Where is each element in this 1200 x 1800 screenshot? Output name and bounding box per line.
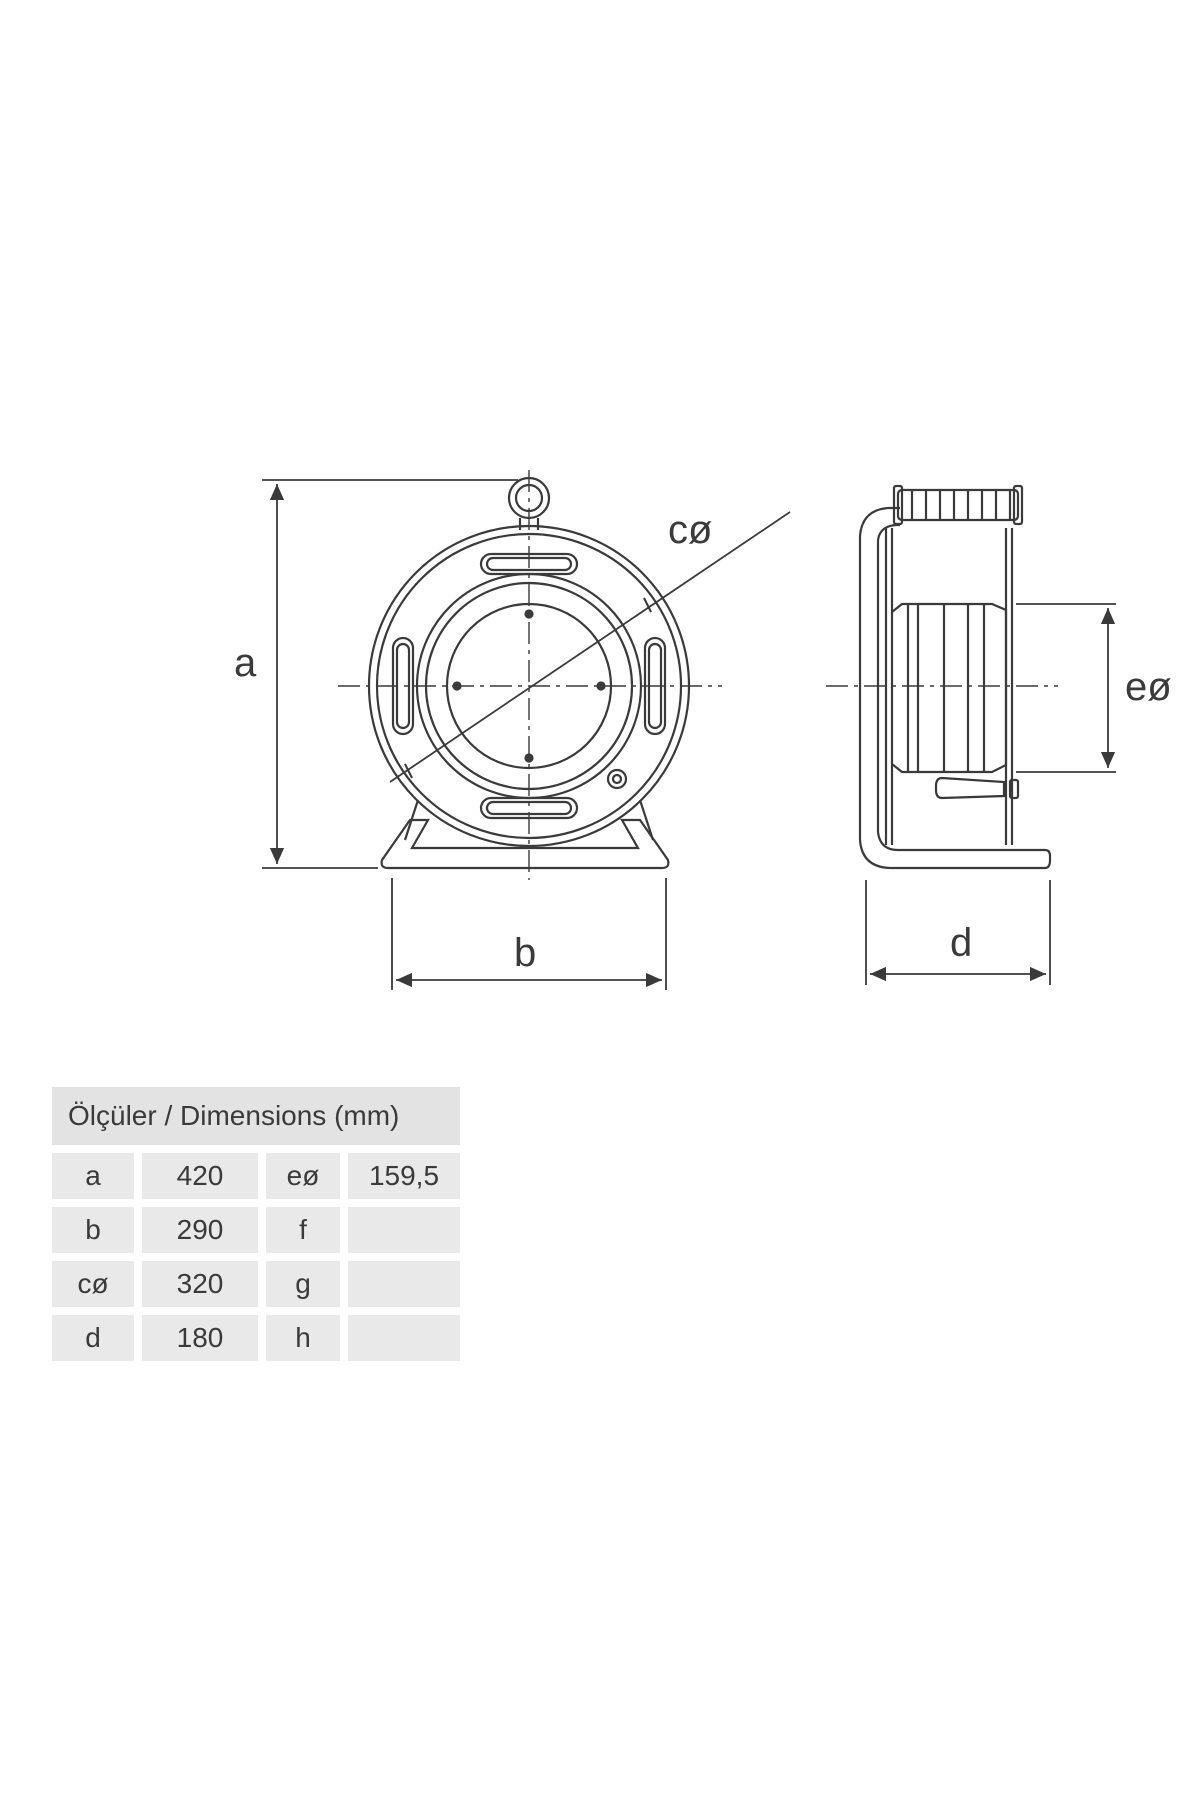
dim-value: 290 [142, 1207, 258, 1253]
dim-value [348, 1261, 460, 1307]
dim-key: b [52, 1207, 134, 1253]
dim-key: h [266, 1315, 340, 1361]
side-view [858, 484, 1052, 870]
dim-value: 420 [142, 1153, 258, 1199]
dim-key: d [52, 1315, 134, 1361]
dim-key: cø [52, 1261, 134, 1307]
c-dim-line [389, 511, 791, 783]
dim-key: g [266, 1261, 340, 1307]
dim-value: 159,5 [348, 1153, 460, 1199]
d-dim-label: d [950, 921, 972, 965]
dim-key: eø [266, 1153, 340, 1199]
dim-key: a [52, 1153, 134, 1199]
table-row: b 290 f [52, 1207, 460, 1253]
dim-key: f [266, 1207, 340, 1253]
table-title: Ölçüler / Dimensions (mm) [52, 1087, 460, 1145]
side-frame [858, 506, 1052, 870]
dim-value [348, 1207, 460, 1253]
lock-knob [606, 768, 628, 790]
dim-value [348, 1315, 460, 1361]
front-stand [380, 818, 670, 870]
c-dim-label: cø [668, 508, 712, 552]
dimensions-table: Ölçüler / Dimensions (mm) a 420 eø 159,5… [44, 1079, 468, 1369]
e-dim-label: eø [1125, 665, 1172, 709]
dim-value: 180 [142, 1315, 258, 1361]
table-row: cø 320 g [52, 1261, 460, 1307]
crank-handle [934, 776, 1006, 800]
side-handle [896, 488, 1020, 522]
table-row: d 180 h [52, 1315, 460, 1361]
b-dim-label: b [514, 931, 536, 975]
a-dim-label: a [234, 641, 257, 685]
dim-value: 320 [142, 1261, 258, 1307]
table-row: a 420 eø 159,5 [52, 1153, 460, 1199]
